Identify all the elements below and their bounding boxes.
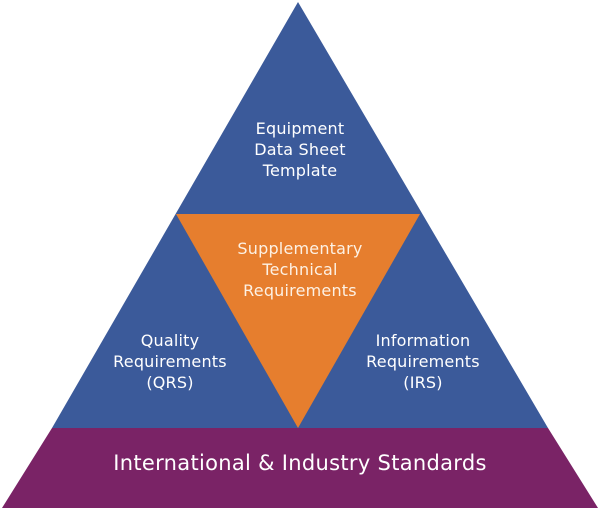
quality-requirements-label: Quality Requirements (QRS)	[100, 330, 240, 393]
left-line-3: (QRS)	[146, 373, 194, 392]
right-line-3: (IRS)	[403, 373, 443, 392]
right-line-2: Requirements	[366, 352, 480, 371]
right-line-1: Information	[375, 331, 471, 350]
information-requirements-label: Information Requirements (IRS)	[348, 330, 498, 393]
top-line-1: Equipment	[255, 119, 345, 138]
top-line-2: Data Sheet	[254, 140, 346, 159]
left-line-2: Requirements	[113, 352, 227, 371]
supplementary-technical-requirements-label: Supplementary Technical Requirements	[210, 238, 390, 301]
international-industry-standards-label: International & Industry Standards	[113, 451, 487, 475]
purple-base-band	[2, 428, 598, 508]
left-line-1: Quality	[140, 331, 200, 350]
equipment-data-sheet-template-label: Equipment Data Sheet Template	[220, 118, 380, 181]
top-line-3: Template	[262, 161, 338, 180]
center-line-2: Technical	[262, 260, 338, 279]
center-line-3: Requirements	[243, 281, 357, 300]
orange-center-triangle	[176, 214, 420, 428]
center-line-1: Supplementary	[237, 239, 363, 258]
